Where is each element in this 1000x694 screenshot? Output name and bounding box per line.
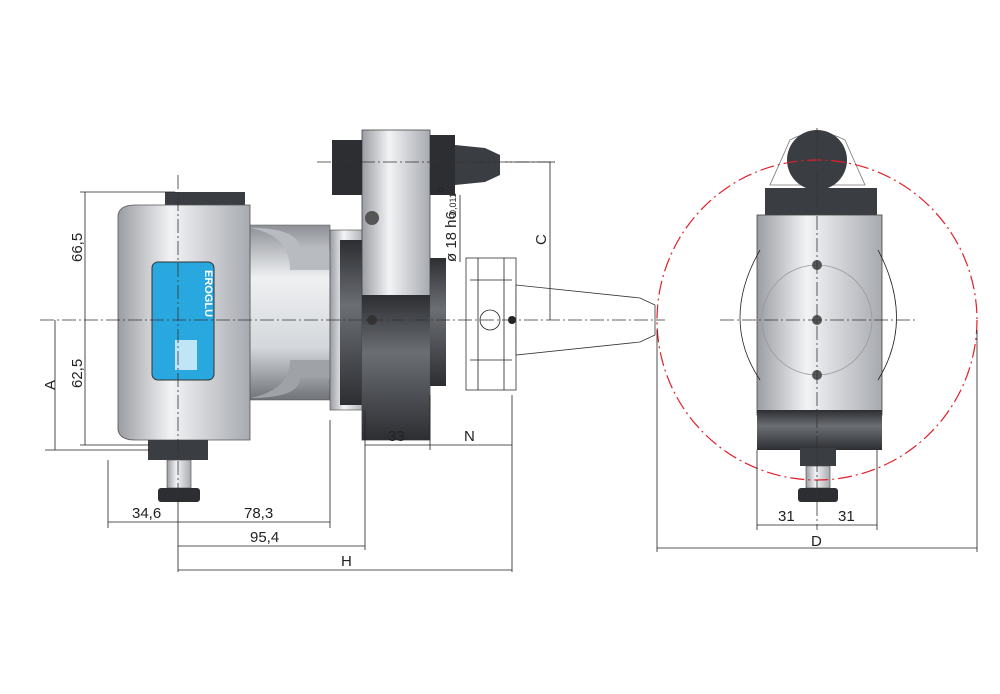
- dimensions-front: 31 31 D: [656, 330, 978, 552]
- spindle-nut-right: [430, 135, 455, 195]
- tolerance-upper: 0: [436, 187, 446, 192]
- dim-H: H: [341, 553, 352, 570]
- screw-icon: [365, 211, 379, 225]
- pulley: [465, 257, 517, 391]
- spindle-nut-left: [332, 140, 362, 195]
- tolerance-lower: -0,011: [448, 193, 458, 218]
- dim-N: N: [464, 428, 475, 445]
- dim-A: A: [42, 380, 59, 390]
- clamp-disc: [430, 258, 446, 386]
- dim-C: C: [533, 234, 550, 245]
- front-view: [656, 128, 978, 530]
- dim-66-5: 66,5: [69, 233, 86, 262]
- brand-label: EROGLU: [202, 270, 214, 317]
- degree-scale: [340, 240, 362, 405]
- dim-78-3: 78,3: [244, 505, 273, 522]
- dim-33: 33: [388, 428, 405, 445]
- side-view: EROGLU: [40, 129, 665, 505]
- dimensions-side: 66,5 62,5 A 34,6 78,3 95,4 H 33 N C ø 18…: [42, 161, 555, 572]
- front-housing: [756, 214, 883, 416]
- brand-label-plate: [151, 261, 215, 381]
- dim-31-left: 31: [778, 508, 795, 525]
- dim-95-4: 95,4: [250, 529, 279, 546]
- dim-31-right: 31: [838, 508, 855, 525]
- spindle-tip: [455, 145, 500, 185]
- shank-diameter: ø 18 h6: [443, 211, 460, 262]
- adjust-screw: [166, 459, 192, 489]
- dim-D: D: [811, 533, 822, 550]
- dim-62-5: 62,5: [69, 359, 86, 388]
- dim-34-6: 34,6: [132, 505, 161, 522]
- adjust-knob: [158, 488, 200, 502]
